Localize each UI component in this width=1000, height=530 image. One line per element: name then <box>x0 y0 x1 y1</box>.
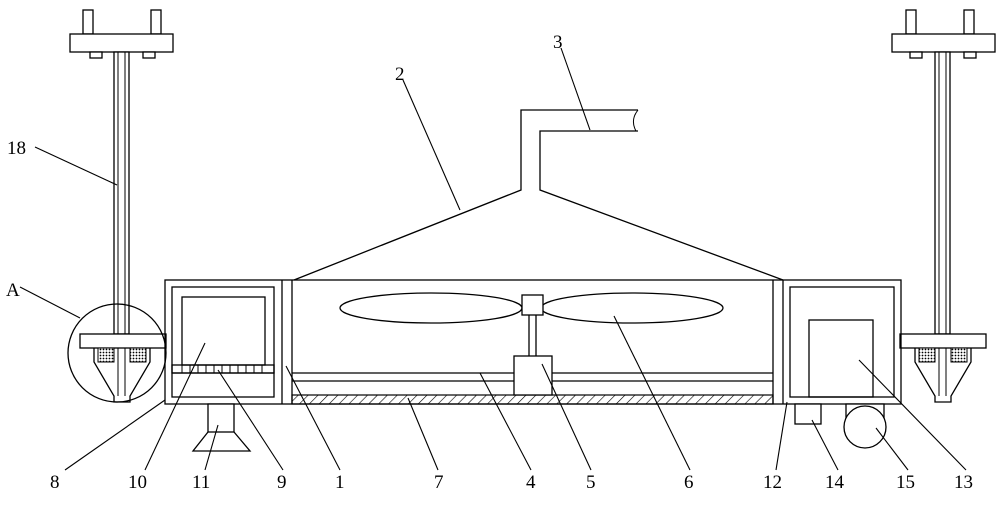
label-7: 7 <box>434 472 444 493</box>
fan-blade-left <box>339 292 523 324</box>
left-hanger <box>69 9 174 403</box>
suction-cup-foot <box>191 403 252 452</box>
exhaust-hood <box>293 109 784 281</box>
detail-circle-a <box>67 303 167 403</box>
fan-blade-right <box>540 292 724 324</box>
label-12: 12 <box>763 472 782 493</box>
label-18: 18 <box>7 138 26 159</box>
left-clamp-pad-left <box>97 347 115 363</box>
label-5: 5 <box>586 472 596 493</box>
label-9: 9 <box>277 472 287 493</box>
label-8: 8 <box>50 472 60 493</box>
label-11: 11 <box>192 472 210 493</box>
right-clamp-pad-left <box>918 347 936 363</box>
leader-lines <box>19 47 967 471</box>
label-15: 15 <box>896 472 915 493</box>
main-housing <box>164 279 902 405</box>
wheel <box>843 405 887 449</box>
bottom-right-parts <box>794 403 887 449</box>
right-hanger <box>891 9 996 403</box>
label-10: 10 <box>128 472 147 493</box>
label-6: 6 <box>684 472 694 493</box>
label-4: 4 <box>526 472 536 493</box>
right-clamp-pad-right <box>950 347 968 363</box>
label-13: 13 <box>954 472 973 493</box>
label-3: 3 <box>553 32 563 53</box>
label-a: A <box>6 280 20 301</box>
label-1: 1 <box>335 472 345 493</box>
hatched-base-plate <box>291 394 774 405</box>
fan-chamber <box>291 292 774 405</box>
right-compartment <box>808 319 874 398</box>
left-compartment <box>171 296 275 374</box>
label-14: 14 <box>825 472 845 493</box>
label-2: 2 <box>395 64 405 85</box>
left-clamp-pad-right <box>129 347 147 363</box>
